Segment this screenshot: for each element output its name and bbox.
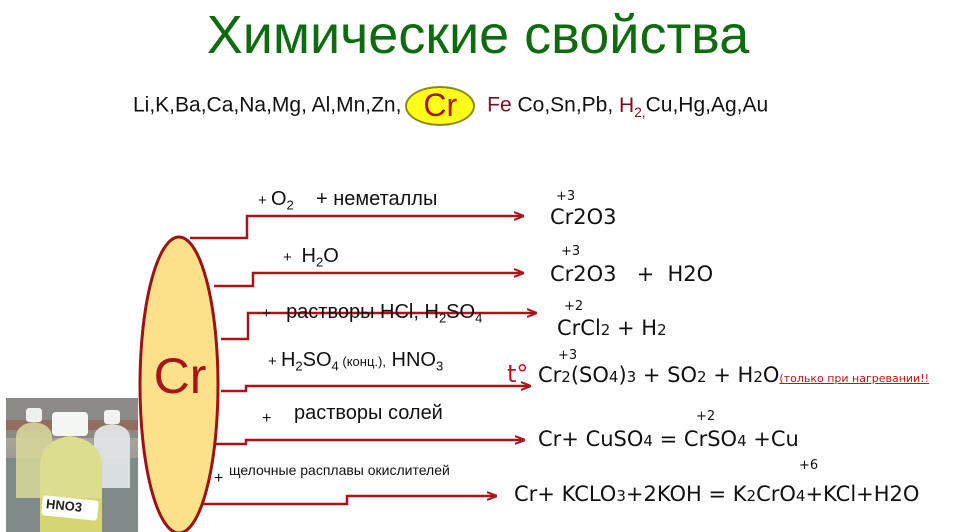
highlight-oval: [405, 86, 476, 126]
reaction-6-oxidation-state: +6: [799, 458, 819, 473]
series-fe: Fe: [487, 93, 512, 117]
reaction-4-condition: + H2SO4 (конц.), HNO3: [268, 349, 444, 374]
reaction-2-oxidation-state: +3: [561, 244, 581, 259]
reaction-3-condition: + растворы HCl, H2SO4: [262, 301, 483, 326]
bottles-illustration: [6, 398, 138, 532]
reaction-1-oxidation-state: +3: [556, 189, 576, 204]
reaction-2-condition: + H2O: [283, 245, 339, 270]
reaction-6-plus: +: [214, 470, 224, 487]
series-before: Li,K,Ba,Ca,Na,Mg, Al,Mn,Zn,: [133, 93, 402, 117]
reaction-3-product: CrCl2 + H2: [557, 316, 667, 340]
slide-title: Химические свойства: [206, 5, 750, 65]
arrow-1: [190, 216, 523, 240]
central-element: Cr: [153, 348, 207, 404]
arrow-2: [214, 273, 523, 288]
highlight-symbol: Cr: [423, 87, 458, 123]
reaction-5-condition: растворы солей: [294, 402, 443, 424]
series-after: Cu,Hg,Ag,Au: [645, 93, 769, 117]
temperature-symbol: t°: [507, 360, 529, 388]
arrow-6: [185, 496, 496, 506]
heating-note: (только при нагревании!!: [779, 372, 930, 385]
arrow-3: [221, 313, 536, 341]
reaction-3-oxidation-state: +2: [564, 299, 584, 314]
reaction-1-condition: + O2 + неметаллы: [258, 188, 438, 213]
series-middle: Co,Sn,Pb,: [511, 93, 620, 117]
reaction-6-product: Cr+ KCLO3+2KOH = K2CrO4+KCl+H2O: [514, 482, 920, 506]
arrow-5: [214, 440, 524, 446]
reaction-2-product: Cr2O3 + H2O: [550, 262, 714, 286]
reaction-5-plus: +: [262, 410, 272, 427]
reaction-1-product: Cr2O3: [550, 205, 617, 229]
arrow-4: [221, 386, 530, 393]
reaction-4-oxidation-state: +3: [558, 348, 578, 363]
reaction-6-condition: щелочные расплавы окислителей: [229, 462, 450, 478]
series-hydrogen: H2,: [619, 93, 646, 120]
metal-activity-series: Li,K,Ba,Ca,Na,Mg, Al,Mn,Zn, Cr Fe Co,Sn,…: [133, 86, 768, 126]
highlighted-element: Cr: [405, 86, 479, 126]
reaction-4-product: Cr2(SO4)3 + SO2 + H2O(только при нагрева…: [538, 363, 930, 387]
hno3-bottles-photo: HNO3: [6, 398, 138, 532]
reaction-5-product: Cr+ CuSO4 = CrSO4 +Cu: [538, 427, 799, 451]
cr-ellipse: [138, 235, 220, 532]
reaction-5-oxidation-state: +2: [696, 409, 716, 424]
